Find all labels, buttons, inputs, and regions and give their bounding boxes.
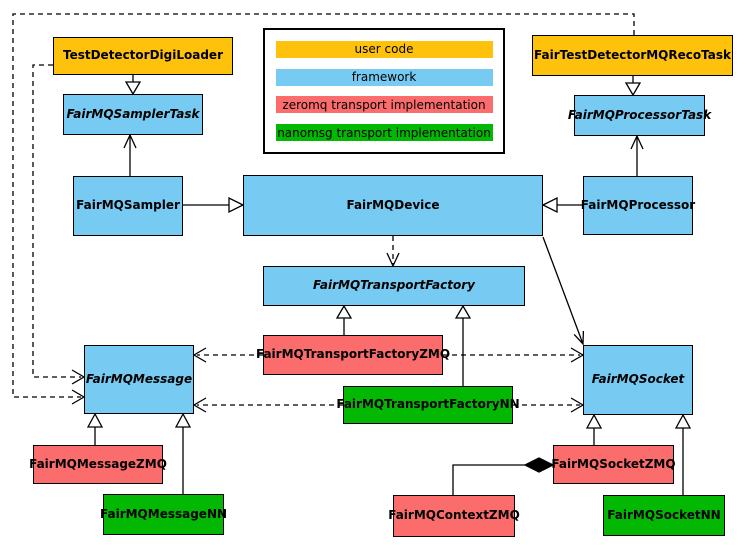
class-fairmqsocketzmq: FairMQSocketZMQ — [551, 445, 676, 484]
class-fairmqtransportfactorynn: FairMQTransportFactoryNN — [336, 386, 520, 424]
edge-inherit-socketnn-socket — [674, 413, 692, 495]
class-label: FairMQDevice — [346, 197, 440, 212]
class-label: FairMQContextZMQ — [388, 508, 520, 523]
class-fairmqsocket: FairMQSocket — [583, 345, 693, 415]
class-fairmqsampler: FairMQSampler — [73, 176, 183, 236]
class-fairmqtransportfactory: FairMQTransportFactory — [263, 266, 525, 306]
edge-inherit-transportfactorynn-transportfactory — [454, 304, 472, 386]
edge-inherit-messagezmq-message — [86, 412, 104, 445]
class-label: FairMQMessageNN — [99, 506, 228, 521]
edge-dep-transportfactoryzmq-socket — [443, 347, 585, 363]
legend-item-framework: framework — [275, 68, 493, 86]
legend-label: zeromq transport implementation — [282, 97, 486, 112]
class-label: FairMQTransportFactoryNN — [336, 397, 520, 412]
edge-inherit-transportfactoryzmq-transportfactory — [335, 304, 353, 335]
edge-inherit-recotask-processortask — [624, 76, 642, 97]
class-fairmqsocketnn: FairMQSocketNN — [603, 495, 725, 536]
class-fairmqprocessor: FairMQProcessor — [580, 176, 696, 235]
class-label: FairMQSocketNN — [607, 507, 721, 522]
class-fairmqdevice: FairMQDevice — [243, 175, 543, 236]
class-fairmqtransportfactoryzmq: FairMQTransportFactoryZMQ — [256, 335, 450, 375]
class-label: FairMQProcessorTask — [567, 107, 712, 122]
class-label: FairMQMessage — [85, 371, 193, 386]
edge-inherit-processor-device — [541, 196, 583, 214]
class-label: FairMQSamplerTask — [66, 106, 200, 121]
class-fairmqcontextzmq: FairMQContextZMQ — [388, 495, 520, 537]
class-label: FairMQProcessor — [580, 197, 696, 212]
edge-inherit-socketzmq-socket — [585, 413, 603, 445]
legend-label: framework — [351, 70, 417, 85]
class-fairmqmessagenn: FairMQMessageNN — [99, 494, 228, 535]
legend-label: nanomsg transport implementation — [277, 125, 491, 140]
edge-inherit-digiloader-samplertask — [124, 75, 142, 96]
edge-inherit-sampler-device — [183, 196, 245, 214]
legend: user code framework zeromq transport imp… — [263, 28, 505, 154]
class-label: FairMQTransportFactoryZMQ — [255, 347, 451, 362]
class-fairmqmessagezmq: FairMQMessageZMQ — [29, 445, 167, 484]
legend-label: user code — [354, 42, 414, 57]
edge-assoc-device-socket — [542, 236, 585, 346]
class-label: FairMQSampler — [76, 198, 180, 213]
edge-inherit-messagenn-message — [174, 412, 192, 494]
legend-item-nanomsg: nanomsg transport implementation — [275, 124, 493, 142]
class-label: FairTestDetectorMQRecoTask — [534, 47, 731, 62]
legend-item-user-code: user code — [275, 40, 493, 58]
class-fairmqsamplertask: FairMQSamplerTask — [63, 94, 203, 135]
class-label: FairMQSocketZMQ — [551, 456, 676, 471]
class-fairmqprocessortask: FairMQProcessorTask — [568, 95, 711, 136]
class-label: TestDetectorDigiLoader — [62, 48, 223, 63]
class-label: FairMQMessageZMQ — [29, 456, 167, 471]
class-testdetectordigiloader: TestDetectorDigiLoader — [53, 37, 233, 75]
edge-comp-socketzmq-contextzmq — [452, 457, 555, 495]
edge-dep-transportfactorynn-socket — [513, 397, 585, 413]
edge-assoc-processor-processortask — [630, 134, 644, 176]
class-fairtestdetectormqrecotask: FairTestDetectorMQRecoTask — [532, 35, 733, 76]
class-fairmqmessage: FairMQMessage — [84, 345, 194, 414]
class-label: FairMQTransportFactory — [313, 278, 475, 293]
class-label: FairMQSocket — [591, 372, 685, 387]
edge-dep-device-transportfactory — [386, 236, 400, 268]
edge-assoc-sampler-samplertask — [123, 133, 137, 176]
edge-dep-transportfactoryzmq-message — [192, 347, 263, 363]
edge-dep-transportfactorynn-message — [192, 397, 343, 413]
legend-item-zeromq: zeromq transport implementation — [275, 96, 493, 114]
